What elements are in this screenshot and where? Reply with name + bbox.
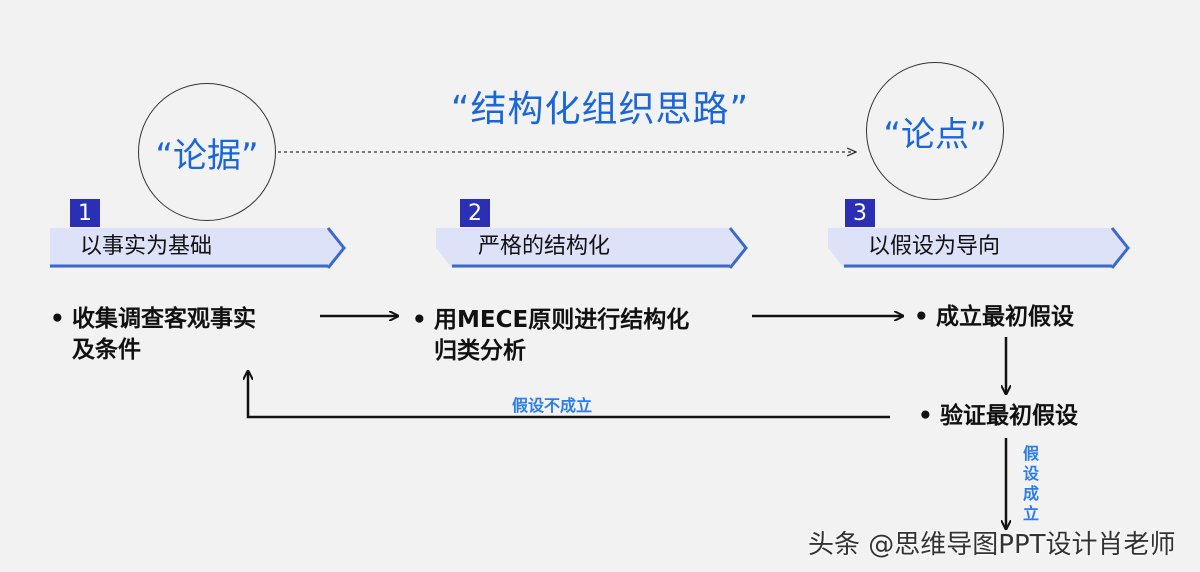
banner-label-1: 以事实为基础: [80, 234, 213, 259]
bullet: •: [50, 306, 65, 332]
banner-shape-1: [50, 227, 346, 269]
item-mece: • 用MECE原则进行结构化 归类分析: [412, 305, 689, 367]
circle-argument: “论点”: [866, 62, 1004, 200]
circle-evidence-label: “论据”: [155, 135, 259, 176]
item-mece-line1: 用MECE原则进行结构化: [434, 307, 690, 333]
bullet: •: [412, 307, 427, 333]
circle-evidence: “论据”: [138, 83, 276, 221]
label-hypothesis-established: 假设成立: [1022, 444, 1039, 523]
watermark: 头条 @思维导图PPT设计肖老师: [808, 530, 1176, 560]
diagram-title: “结构化组织思路”: [450, 89, 750, 130]
label-hypothesis-not-established: 假设不成立: [512, 396, 593, 415]
item-verify-hypothesis-line1: 验证最初假设: [940, 403, 1078, 429]
bullet: •: [918, 403, 933, 429]
item-collect-facts-line1: 收集调查客观事实: [72, 306, 256, 332]
step-number-3: 3: [845, 199, 875, 227]
item-mece-line2: 归类分析: [434, 338, 526, 364]
step-number-2: 2: [460, 199, 490, 227]
banner-shape-3: [828, 227, 1130, 269]
item-verify-hypothesis: • 验证最初假设: [918, 401, 1078, 432]
step-number-1: 1: [70, 199, 100, 227]
banner-label-2: 严格的结构化: [478, 234, 611, 259]
circle-argument-label: “论点”: [883, 114, 987, 155]
banner-label-3: 以假设为导向: [868, 234, 1001, 259]
item-initial-hypothesis: • 成立最初假设: [914, 302, 1074, 333]
item-collect-facts-line2: 及条件: [72, 337, 141, 363]
item-initial-hypothesis-line1: 成立最初假设: [936, 304, 1074, 330]
arrow-loop-back: [248, 372, 890, 419]
banner-shape-2: [436, 227, 748, 269]
bullet: •: [914, 304, 929, 330]
item-collect-facts: • 收集调查客观事实 及条件: [50, 304, 256, 366]
